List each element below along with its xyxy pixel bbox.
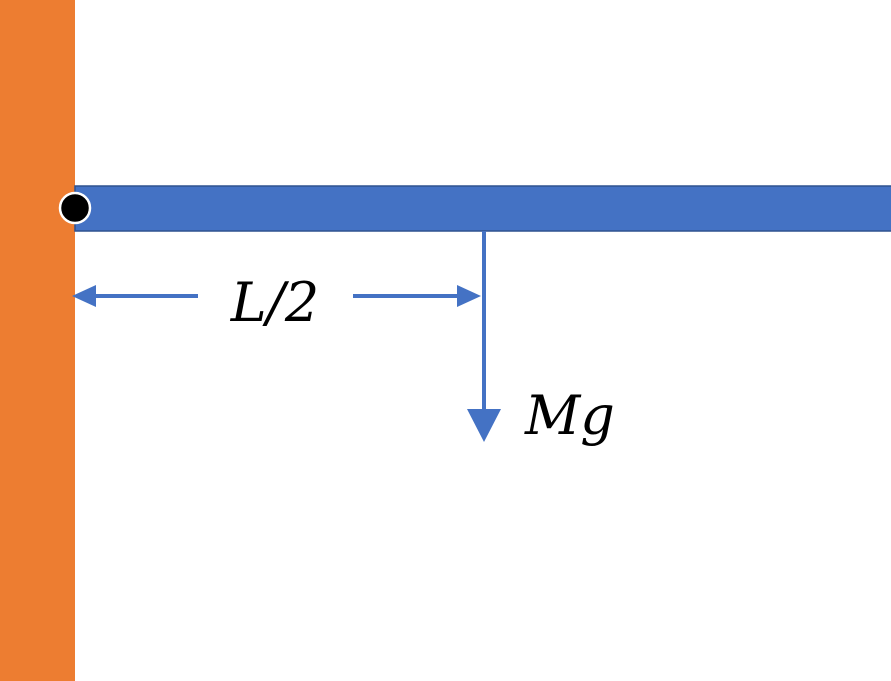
force-label: Mg bbox=[524, 384, 615, 447]
pivot-point bbox=[58, 191, 92, 225]
distance-arrow-left bbox=[72, 285, 198, 307]
wall bbox=[0, 0, 75, 681]
weight-force-arrow bbox=[467, 231, 501, 442]
distance-arrow-right bbox=[353, 285, 481, 307]
distance-label: L/2 bbox=[230, 271, 319, 334]
rod bbox=[74, 185, 891, 232]
